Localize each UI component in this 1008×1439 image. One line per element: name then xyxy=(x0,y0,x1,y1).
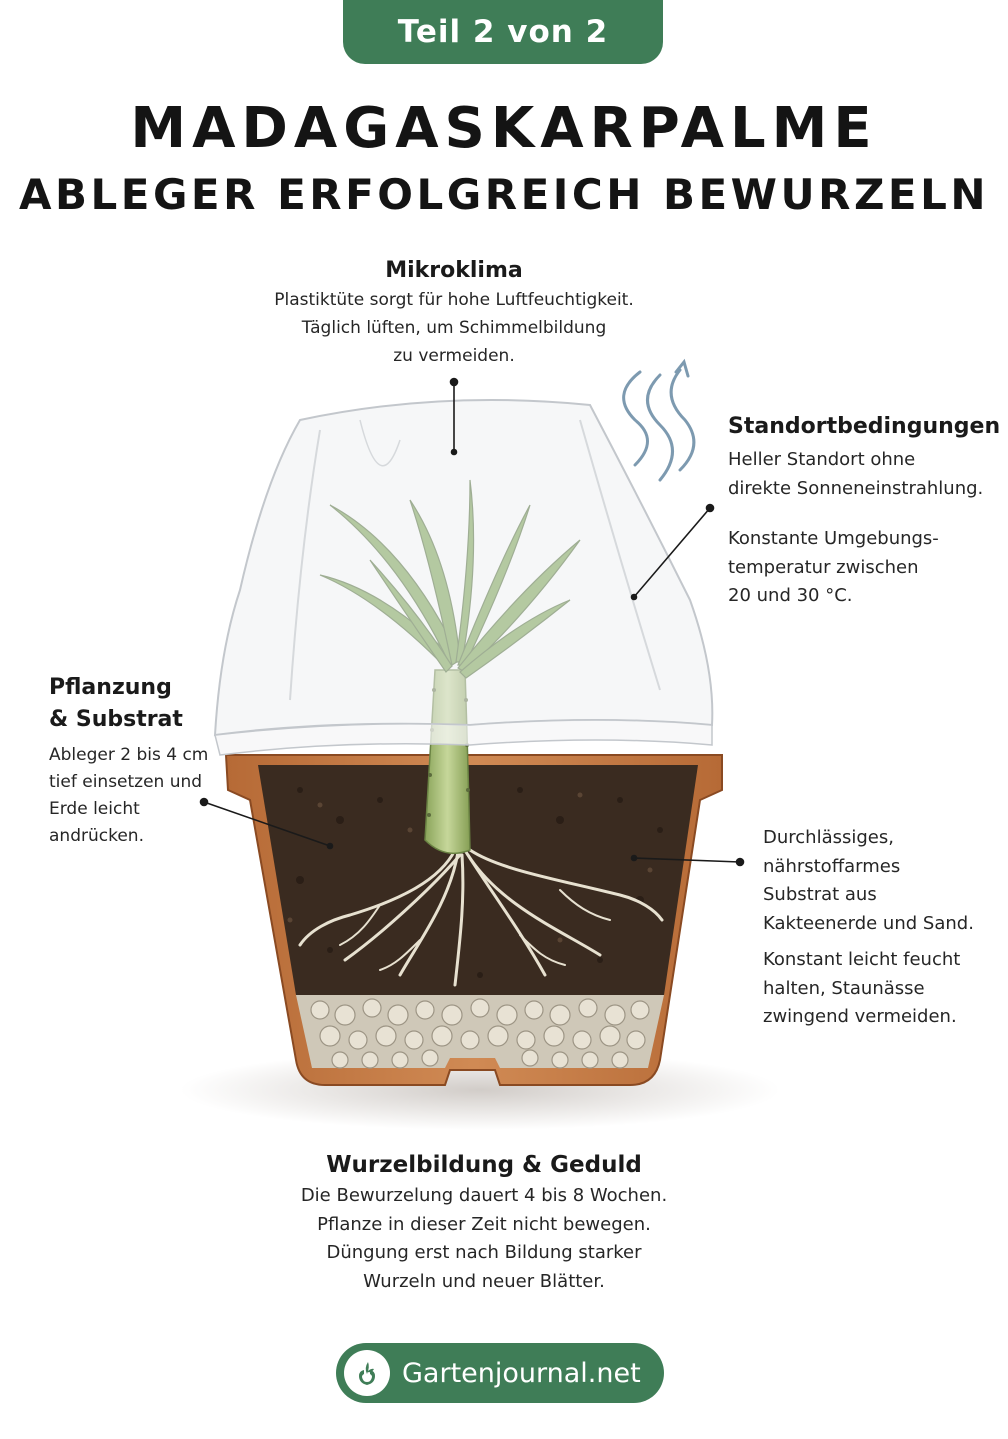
mikroklima-line-3: zu vermeiden. xyxy=(393,346,515,366)
section-substrat: Durchlässiges, nährstoffarmes Substrat a… xyxy=(763,824,1003,1032)
substrat-line-6: halten, Staunässe xyxy=(763,977,925,999)
wurzel-line-4: Wurzeln und neuer Blätter. xyxy=(363,1270,605,1292)
wurzel-line-1: Die Bewurzelung dauert 4 bis 8 Wochen. xyxy=(300,1185,668,1206)
mikroklima-line-1: Plastiktüte sorgt für hohe Luftfeuchtigk… xyxy=(274,290,634,310)
substrat-line-3: Substrat aus xyxy=(763,884,877,905)
air-flow-icon xyxy=(622,358,696,482)
standort-line-6: 20 und 30 °C. xyxy=(728,585,853,606)
brand-footer[interactable]: Gartenjournal.net xyxy=(336,1343,664,1403)
substrat-line-1: Durchlässiges, xyxy=(763,827,894,848)
standort-line-1: Heller Standort ohne xyxy=(728,449,916,470)
pflanzung-title-1: Pflanzung xyxy=(49,675,172,700)
section-standort: Standortbedingungen Heller Standort ohne… xyxy=(728,410,1001,611)
substrat-line-5: Konstant leicht feucht xyxy=(763,949,961,970)
substrat-line-2: nährstoffarmes xyxy=(763,855,901,877)
leader-lines xyxy=(199,377,745,867)
roots xyxy=(298,848,664,987)
pflanzung-line-2: tief einsetzen und xyxy=(49,772,203,792)
standort-line-2: direkte Sonneneinstrahlung. xyxy=(728,477,984,499)
standort-spacer xyxy=(728,503,998,525)
pflanzung-line-1: Ableger 2 bis 4 cm xyxy=(49,745,209,765)
section-mikroklima: Mikroklima Plastiktüte sorgt für hohe Lu… xyxy=(240,256,668,370)
wurzel-line-3: Düngung erst nach Bildung starker xyxy=(326,1242,642,1263)
standort-line-4: Konstante Umgebungs- xyxy=(728,528,939,549)
gravel-stones xyxy=(310,998,650,1069)
soil-texture xyxy=(296,787,663,978)
plastic-bag xyxy=(213,399,714,756)
substrat-line-4: Kakteenerde und Sand. xyxy=(763,912,974,934)
plant-logo-icon xyxy=(344,1350,390,1396)
pflanzung-line-3: Erde leicht xyxy=(49,799,140,819)
pflanzung-line-4: andrücken. xyxy=(49,826,144,846)
section-pflanzung: Pflanzung & Substrat Ableger 2 bis 4 cm … xyxy=(49,672,239,850)
wurzel-title: Wurzelbildung & Geduld xyxy=(326,1152,642,1178)
soil-highlights xyxy=(287,792,653,943)
part-badge: Teil 2 von 2 xyxy=(343,0,663,64)
standort-title: Standortbedingungen xyxy=(728,414,1001,439)
standort-line-5: temperatur zwischen xyxy=(728,556,919,578)
mikroklima-title: Mikroklima xyxy=(385,258,523,283)
pot xyxy=(224,754,723,1086)
page-subtitle: ABLEGER ERFOLGREICH BEWURZELN xyxy=(18,170,990,219)
substrat-line-7: zwingend vermeiden. xyxy=(763,1006,957,1027)
pflanzung-title-2: & Substrat xyxy=(49,707,183,732)
page-title: MADAGASKARPALME xyxy=(130,96,878,161)
mikroklima-line-2: Täglich lüften, um Schimmelbildung xyxy=(301,318,607,338)
section-wurzel: Wurzelbildung & Geduld Die Bewurzelung d… xyxy=(230,1148,738,1296)
brand-name: Gartenjournal.net xyxy=(402,1357,641,1389)
part-label: Teil 2 von 2 xyxy=(397,14,609,50)
wurzel-line-2: Pflanze in dieser Zeit nicht bewegen. xyxy=(317,1213,651,1235)
